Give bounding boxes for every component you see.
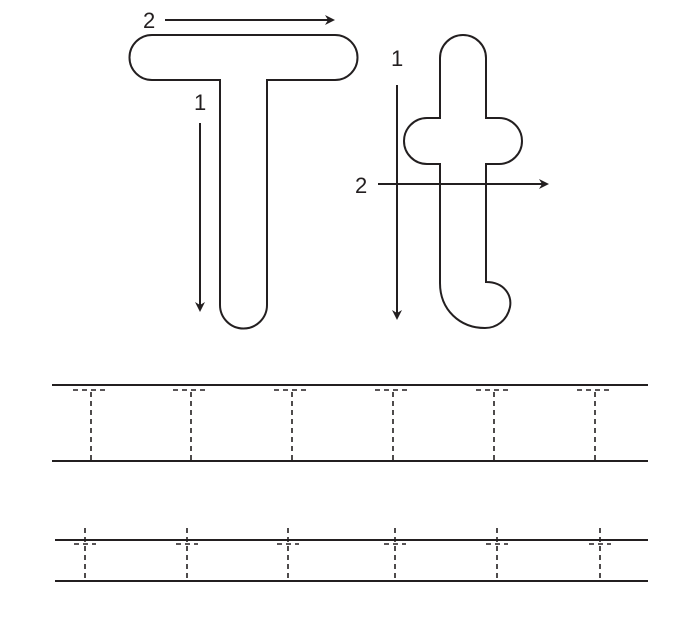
lowercase-stroke-1-label: 1 <box>391 46 403 71</box>
uppercase-t-outline <box>128 34 359 330</box>
row1-trace-guides <box>73 389 613 461</box>
lowercase-t-outline <box>403 34 523 330</box>
row2-trace-guides <box>74 528 611 581</box>
lowercase-stroke-2-label: 2 <box>355 173 367 198</box>
uppercase-stroke-1-label: 1 <box>194 90 206 115</box>
uppercase-stroke-2-label: 2 <box>143 8 155 33</box>
